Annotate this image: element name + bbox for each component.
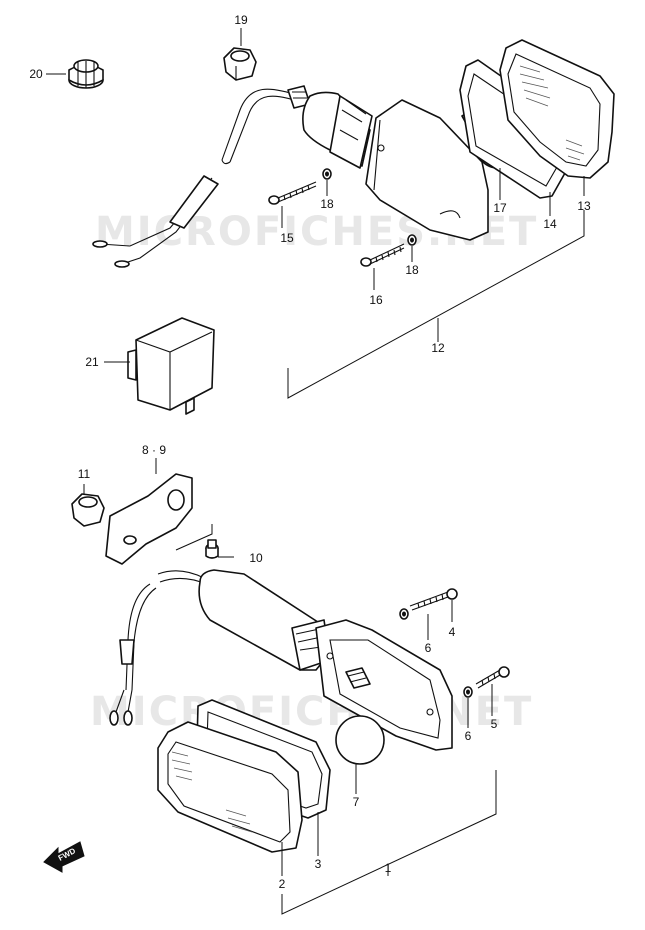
- bulb-part-7: [335, 667, 385, 765]
- forward-arrow-icon: FWD: [43, 841, 85, 873]
- washer-part-18b: [407, 234, 417, 246]
- wire-harness-top: [92, 85, 311, 268]
- callout-5: 5: [491, 717, 498, 731]
- wire-harness-bottom: [109, 570, 207, 726]
- callout-7: 7: [353, 795, 360, 809]
- callout-18b: 18: [405, 263, 419, 277]
- callout-13: 13: [577, 199, 591, 213]
- lens-part-2: [157, 721, 303, 853]
- nut-part-11: [71, 493, 105, 527]
- callout-14: 14: [543, 217, 557, 231]
- callout-6a: 6: [425, 641, 432, 655]
- callout-18a: 18: [320, 197, 334, 211]
- screw-part-16: [360, 243, 405, 267]
- lens-part-13: [499, 39, 615, 179]
- callout-2: 2: [279, 877, 286, 891]
- grommet-part-20: [68, 59, 104, 89]
- nut-part-19: [223, 47, 257, 81]
- callout-15: 15: [280, 231, 294, 245]
- callout-11: 11: [78, 467, 91, 481]
- callout-6b: 6: [465, 729, 472, 743]
- bolt-part-10: [205, 539, 219, 559]
- bracket-part-8-9: [105, 473, 213, 565]
- screw-part-4: [409, 588, 458, 611]
- washer-part-6b: [463, 686, 473, 698]
- relay-part-21: [127, 317, 215, 415]
- callout-21: 21: [85, 355, 99, 369]
- assembly-bracket-12: [287, 210, 585, 399]
- callout-19: 19: [234, 13, 248, 27]
- callout-10: 10: [249, 551, 263, 565]
- callout-20: 20: [29, 67, 43, 81]
- assembly-bracket-1: [281, 770, 497, 915]
- leader-lines: [46, 28, 585, 876]
- rear-lamp-housing: [302, 91, 489, 241]
- screw-part-5: [475, 666, 510, 689]
- callout-8-9: 8 · 9: [142, 443, 166, 457]
- callout-3: 3: [315, 857, 322, 871]
- callout-4: 4: [449, 625, 456, 639]
- washer-part-6a: [399, 608, 409, 620]
- callout-12: 12: [431, 341, 445, 355]
- screw-part-15: [268, 181, 317, 205]
- callout-16: 16: [369, 293, 383, 307]
- callout-17: 17: [493, 201, 507, 215]
- washer-part-18a: [322, 168, 332, 180]
- watermark-bottom: MICROFICHES.NET: [90, 689, 533, 735]
